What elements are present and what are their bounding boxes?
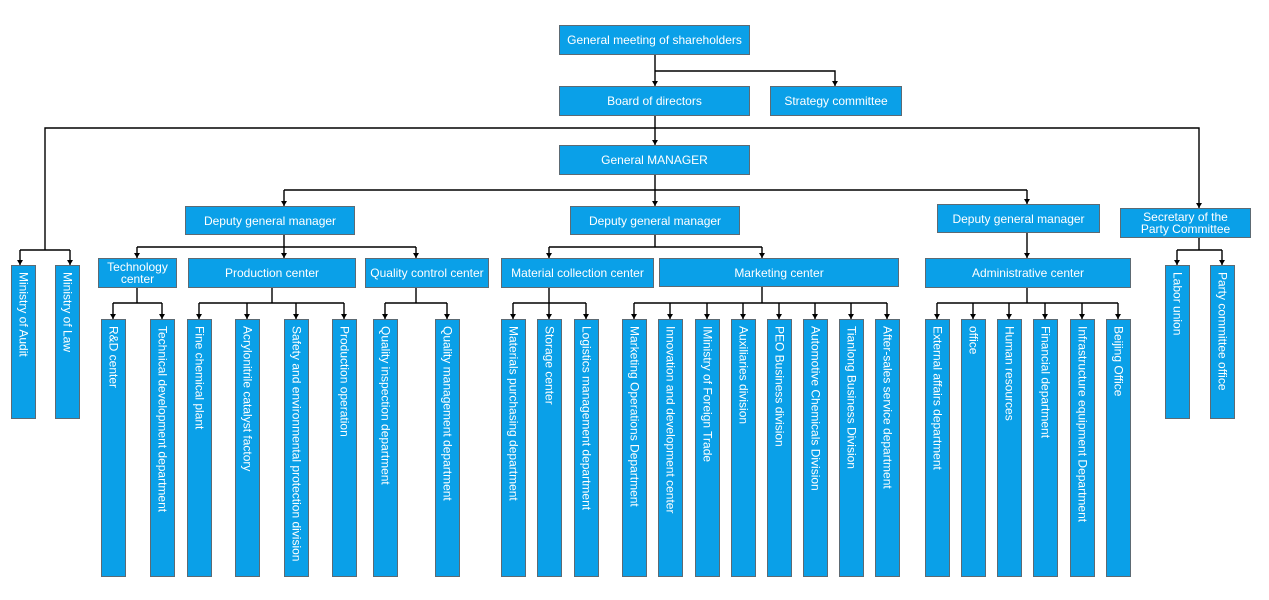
unit-box: External affairs department [925, 319, 950, 577]
unit-box: Beijing Office [1106, 319, 1131, 577]
deputy-general-manager-right: Deputy general manager [937, 204, 1100, 233]
unit-box: IMinistry of Foreign Trade [695, 319, 720, 577]
unit-box: Technical development department [150, 319, 175, 577]
unit-box: Quality inspection department [373, 319, 398, 577]
unit-box: Human resources [997, 319, 1022, 577]
party-committee-office-label: Party committee office [1215, 272, 1230, 391]
production-center-box: Production center [188, 258, 356, 288]
administrative-center-box: Administrative center [925, 258, 1131, 288]
ministry-of-law-box: Ministry of Law [55, 265, 80, 419]
deputy-general-manager-middle: Deputy general manager [570, 206, 740, 235]
unit-label: Innovation and development center [663, 326, 678, 514]
unit-label: Beijing Office [1111, 326, 1126, 397]
unit-box: PEO Business division [767, 319, 792, 577]
unit-box: Automotive Chemicals Division [803, 319, 828, 577]
unit-box: Infrastructure equipment Department [1070, 319, 1095, 577]
unit-box: Storage center [537, 319, 562, 577]
ministry-of-law-label: Ministry of Law [60, 272, 75, 353]
unit-label: Infrastructure equipment Department [1075, 326, 1090, 523]
unit-box: Logistics management department [574, 319, 599, 577]
deputy-general-manager-left: Deputy general manager [185, 206, 355, 235]
marketing-center-box: Marketing center [659, 258, 899, 287]
unit-label: Technical development department [155, 326, 170, 513]
unit-label: External affairs department [930, 326, 945, 470]
party-committee-office-box: Party committee office [1210, 265, 1235, 419]
unit-label: Financial department [1038, 326, 1053, 439]
unit-box: Tianlong Business Division [839, 319, 864, 577]
unit-box: Financial department [1033, 319, 1058, 577]
ministry-of-audit-label: Ministry of Audit [16, 272, 31, 357]
unit-box: Fine chemical plant [187, 319, 212, 577]
shareholders-box: General meeting of shareholders [559, 25, 750, 55]
unit-label: IMinistry of Foreign Trade [700, 326, 715, 463]
unit-box: After-sales service department [875, 319, 900, 577]
unit-label: Production operation [337, 326, 352, 437]
unit-box: Marketing Operations Department [622, 319, 647, 577]
unit-label: Auxiliaries division [736, 326, 751, 425]
unit-label: Marketing Operations Department [627, 326, 642, 507]
unit-box: Quality management department [435, 319, 460, 577]
quality-control-center-box: Quality control center [365, 258, 489, 288]
unit-label: Quality inspection department [378, 326, 393, 485]
general-manager-box: General MANAGER [559, 145, 750, 175]
technology-center-box: Technology center [98, 258, 177, 288]
material-collection-center-box: Material collection center [501, 258, 654, 288]
unit-label: R&D center [106, 326, 121, 389]
board-of-directors-box: Board of directors [559, 86, 750, 116]
unit-label: office [966, 326, 981, 355]
unit-label: Human resources [1002, 326, 1017, 421]
unit-label: After-sales service department [880, 326, 895, 489]
unit-label: PEO Business division [772, 326, 787, 447]
unit-box: Materials purchasing department [501, 319, 526, 577]
unit-label: Fine chemical plant [192, 326, 207, 430]
labor-union-label: Labor union [1170, 272, 1185, 336]
strategy-committee-box: Strategy committee [770, 86, 902, 116]
unit-label: Acrylonitrile catalyst factory [240, 326, 255, 472]
unit-label: Tianlong Business Division [844, 326, 859, 469]
unit-box: Production operation [332, 319, 357, 577]
labor-union-box: Labor union [1165, 265, 1190, 419]
unit-label: Automotive Chemicals Division [808, 326, 823, 491]
unit-label: Quality management department [440, 326, 455, 501]
unit-label: Logistics management department [579, 326, 594, 511]
unit-label: Storage center [542, 326, 557, 405]
unit-box: Auxiliaries division [731, 319, 756, 577]
unit-box: office [961, 319, 986, 577]
unit-box: Innovation and development center [658, 319, 683, 577]
unit-box: R&D center [101, 319, 126, 577]
unit-label: Materials purchasing department [506, 326, 521, 501]
party-secretary-box: Secretary of the Party Committee [1120, 208, 1251, 238]
unit-box: Safety and environmental protection divi… [284, 319, 309, 577]
unit-box: Acrylonitrile catalyst factory [235, 319, 260, 577]
unit-label: Safety and environmental protection divi… [289, 326, 304, 562]
ministry-of-audit-box: Ministry of Audit [11, 265, 36, 419]
